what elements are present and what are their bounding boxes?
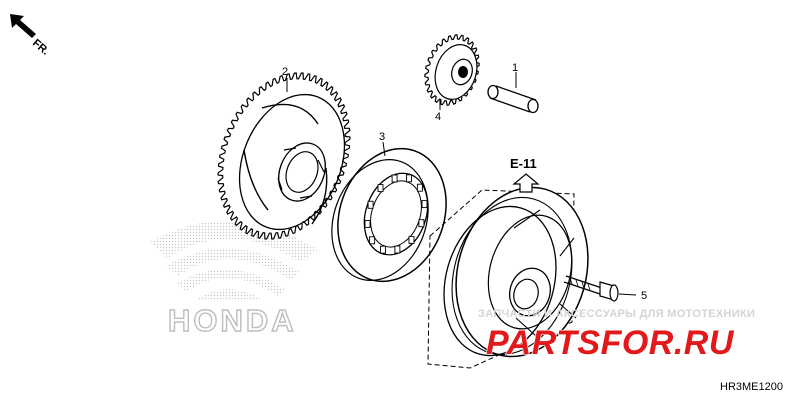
part-4-gear bbox=[424, 34, 480, 106]
honda-watermark: HONDA bbox=[150, 220, 318, 339]
shop-watermark-text: ЗАПЧАСТИ И АКСЕССУАРЫ ДЛЯ МОТОТЕХНИКИ bbox=[478, 308, 755, 320]
clutch-roller bbox=[406, 174, 412, 183]
part-5-bolt bbox=[563, 275, 619, 302]
callout-leaders bbox=[286, 72, 637, 296]
starter-clutch-outer-group bbox=[427, 186, 589, 369]
shop-watermark-logo: PARTSFOR.RU bbox=[486, 324, 735, 362]
reference-group-dashed-outline bbox=[427, 189, 575, 369]
reference-up-arrow-icon bbox=[512, 173, 540, 193]
clutch-rollers bbox=[364, 174, 428, 254]
part-2-gear bbox=[217, 72, 351, 240]
clutch-roller bbox=[369, 236, 376, 245]
diagram-code: HR3ME1200 bbox=[720, 381, 783, 393]
reference-e11: E-11 bbox=[510, 156, 540, 193]
clutch-roller bbox=[394, 245, 401, 254]
honda-watermark-text: HONDA bbox=[168, 303, 297, 338]
part-3-one-way-clutch bbox=[331, 147, 447, 283]
clutch-roller bbox=[364, 219, 371, 228]
callout-1: 1 bbox=[512, 62, 518, 74]
clutch-roller bbox=[380, 245, 386, 254]
clutch-roller bbox=[408, 235, 415, 244]
front-direction-label: FR. bbox=[30, 37, 51, 58]
front-direction-indicator: FR. bbox=[10, 14, 51, 58]
gear-2-teeth bbox=[217, 72, 351, 240]
clutch-roller bbox=[391, 174, 398, 183]
gear-teeth-outline bbox=[217, 72, 351, 240]
callout-3: 3 bbox=[379, 131, 385, 143]
clutch-roller bbox=[416, 183, 423, 192]
clutch-roller bbox=[367, 200, 374, 209]
shop-watermark: ЗАПЧАСТИ И АКСЕССУАРЫ ДЛЯ МОТОТЕХНИКИ PA… bbox=[478, 308, 755, 363]
part-1-shaft bbox=[487, 84, 539, 114]
clutch-roller bbox=[421, 200, 428, 209]
callout-2: 2 bbox=[282, 66, 288, 78]
clutch-roller bbox=[377, 184, 384, 193]
front-direction-arrow-icon bbox=[10, 14, 36, 38]
clutch-roller bbox=[418, 219, 425, 228]
callout-5: 5 bbox=[641, 290, 647, 302]
callout-4: 4 bbox=[435, 111, 441, 123]
reference-label: E-11 bbox=[510, 156, 537, 171]
